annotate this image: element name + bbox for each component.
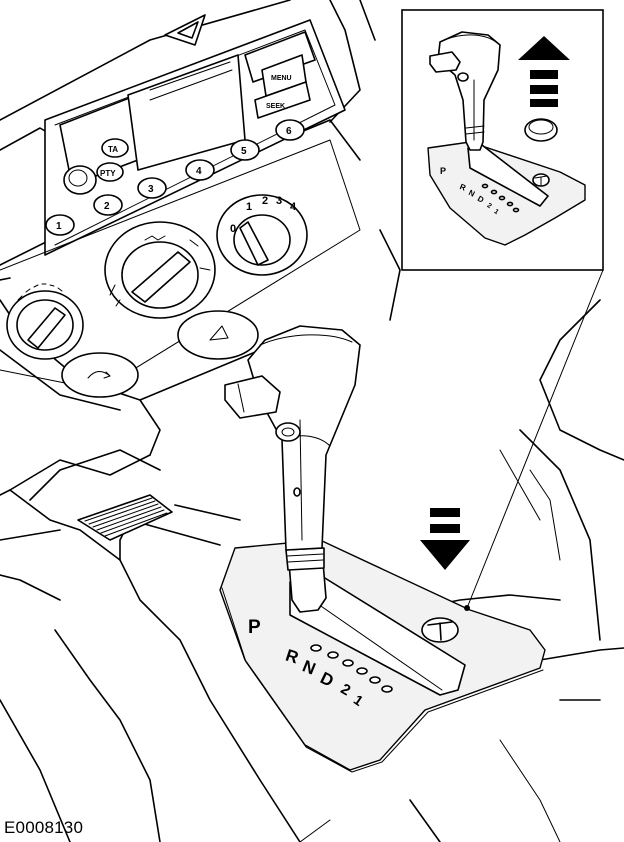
inset-gate-label-p: P <box>440 166 446 176</box>
climate-control-panel: 0 1 2 3 4 <box>0 139 361 398</box>
floor-tunnel <box>0 449 624 842</box>
detail-leader-line <box>466 269 604 609</box>
gear-indicator-lights <box>310 644 393 693</box>
figure-reference-code: E0008130 <box>4 818 84 837</box>
detail-inset: P R N D 2 1 <box>401 9 604 271</box>
rear-defrost-button <box>177 310 259 360</box>
radio-preset-buttons: TA PTY 1 2 3 4 5 6 MENU SEEK <box>45 54 311 236</box>
hazard-warning-icon <box>164 14 206 46</box>
inset-gate-label-1: 1 <box>492 208 499 216</box>
svg-text:6: 6 <box>286 126 292 137</box>
cup-holder-vent <box>77 494 173 541</box>
svg-text:1: 1 <box>56 221 62 232</box>
svg-text:3: 3 <box>148 184 154 195</box>
inset-gate-label-r: R <box>458 182 467 193</box>
svg-text:2: 2 <box>104 201 110 212</box>
svg-text:4: 4 <box>196 166 202 177</box>
radio-unit: TA PTY 1 2 3 4 5 6 MENU SEEK <box>44 19 346 256</box>
inset-gate-label-d: D <box>476 194 486 205</box>
gate-label-p: P <box>248 617 261 638</box>
inset-shift-lock-button <box>532 173 550 187</box>
svg-text:1: 1 <box>246 201 252 213</box>
inset-indicator-lights <box>481 183 520 213</box>
air-distribution-knob <box>104 221 216 319</box>
svg-text:3: 3 <box>276 195 282 207</box>
svg-text:PTY: PTY <box>100 169 116 178</box>
override-access-cap <box>524 118 558 142</box>
svg-text:4: 4 <box>290 201 297 213</box>
gear-lever <box>224 325 361 613</box>
recirculation-button <box>61 352 139 398</box>
inset-gear-lever <box>429 31 501 151</box>
pull-up-arrow-icon <box>518 36 570 107</box>
gate-label-r: R <box>283 646 301 668</box>
svg-text:5: 5 <box>241 146 247 157</box>
svg-text:2: 2 <box>262 195 268 207</box>
fan-speed-knob <box>6 283 84 360</box>
temperature-knob: 0 1 2 3 4 <box>216 194 308 276</box>
svg-text:MENU: MENU <box>271 75 292 82</box>
gear-selector-gate: P R N D 2 1 <box>219 539 546 773</box>
inset-gate-label-n: N <box>467 188 476 199</box>
svg-text:SEEK: SEEK <box>266 103 285 110</box>
push-down-arrow-icon <box>420 508 470 570</box>
inset-gate-label-2: 2 <box>486 202 493 210</box>
svg-text:TA: TA <box>108 145 118 154</box>
svg-text:0: 0 <box>230 223 236 235</box>
shift-lock-override-button <box>421 617 459 643</box>
